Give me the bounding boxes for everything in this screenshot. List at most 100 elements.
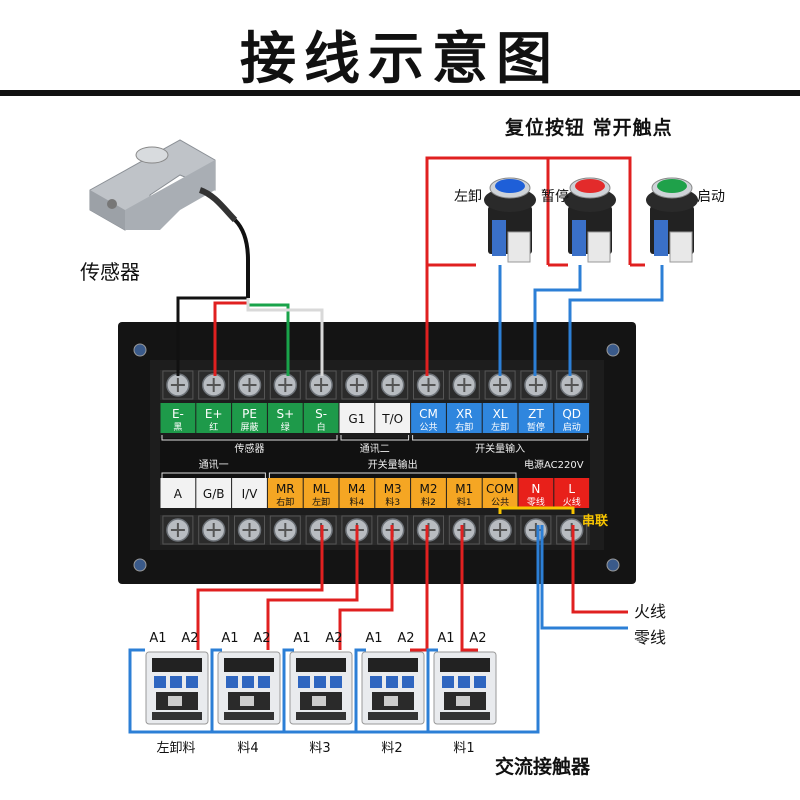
series-label: 串联: [582, 514, 609, 529]
bottom-screw-terminal: [520, 515, 552, 545]
terminal-code: MR: [276, 482, 295, 496]
button-label-start: 启动: [697, 189, 725, 205]
terminal-cell-a: A: [160, 478, 196, 508]
title-underline: [0, 90, 800, 96]
terminal-code: QD: [562, 407, 581, 421]
terminal-cell-iv: I/V: [232, 478, 267, 508]
push-button-icon: [484, 177, 536, 263]
terminal-name: 料4: [350, 496, 365, 508]
top-screw-terminal: [448, 370, 480, 400]
terminal-code: COM: [486, 482, 514, 496]
page-title: 接线示意图: [240, 27, 560, 92]
terminal-cell-s: S+绿: [267, 403, 303, 433]
terminal-cell-e: E+红: [196, 403, 232, 433]
buttons-caption: 复位按钮 常开触点: [505, 117, 673, 139]
terminal-cell-l: L火线: [554, 478, 590, 508]
terminal-name: 红: [209, 421, 218, 433]
terminal-code: G/B: [203, 487, 225, 501]
terminal-name: 黑: [173, 422, 182, 433]
top-screw-row: [162, 370, 588, 400]
contactor-name: 料4: [237, 741, 258, 756]
sensor-wires: [176, 296, 324, 376]
contactor-name: 料2: [381, 741, 402, 756]
contactor-a2-label: A2: [325, 631, 342, 646]
terminal-cell-to: T/O: [375, 403, 411, 433]
bottom-screw-terminal: [234, 515, 265, 545]
terminal-code: CM: [419, 407, 438, 421]
button-label-left-unload: 左卸: [454, 189, 482, 205]
contactor-a1-label: A1: [149, 631, 166, 646]
bottom-screw-terminal: [269, 515, 301, 545]
top-screw-terminal: [556, 370, 588, 400]
live-wire-label: 火线: [634, 602, 667, 621]
terminal-name: 火线: [563, 496, 581, 508]
load-cell-sensor-icon: [89, 139, 250, 298]
contactor-a1-label: A1: [221, 631, 238, 646]
bottom-screw-terminal: [448, 515, 480, 545]
contactor-name: 料1: [453, 741, 474, 756]
terminal-code: M1: [455, 482, 473, 496]
terminal-name: 白: [317, 421, 326, 433]
group-label-switch-output: 开关量输出: [368, 458, 418, 471]
group-bracket: [268, 472, 517, 478]
top-screw-terminal: [377, 370, 409, 400]
terminal-code: M3: [384, 482, 402, 496]
button-label-pause: 暂停: [541, 189, 569, 205]
terminal-code: I/V: [242, 487, 259, 501]
terminal-code: N: [531, 482, 540, 496]
push-button-icon: [646, 177, 698, 263]
terminal-name: 零线: [527, 496, 545, 508]
terminal-name: 启动: [563, 421, 581, 433]
terminal-cell-gb: G/B: [196, 478, 232, 508]
contactor-caption: 交流接触器: [495, 756, 591, 778]
group-bracket: [161, 472, 266, 478]
terminal-name: 左卸: [491, 421, 509, 433]
terminal-cell-n: N零线: [518, 478, 554, 508]
bottom-screw-terminal: [162, 515, 194, 545]
terminal-code: E+: [205, 407, 223, 421]
output-wires: [128, 506, 628, 734]
terminal-code: T/O: [381, 412, 403, 426]
top-screw-terminal: [269, 370, 301, 400]
terminal-code: S-: [315, 407, 327, 421]
terminal-name: 料2: [421, 496, 436, 508]
terminal-name: 右卸: [276, 496, 294, 508]
terminal-group-labels: 传感器通讯二开关量输入通讯一开关量输出电源AC220V: [161, 435, 589, 478]
terminal-code: XL: [493, 407, 508, 421]
contactor-name: 左卸料: [156, 740, 195, 756]
group-label-switch-input: 开关量输入: [475, 442, 525, 455]
contactor-a2-label: A2: [469, 631, 486, 646]
bottom-screw-terminal: [341, 515, 373, 545]
contactor-name: 料3: [309, 741, 330, 756]
terminal-code: M2: [420, 482, 438, 496]
terminal-code: PE: [242, 407, 257, 421]
terminal-code: A: [174, 487, 183, 501]
terminal-name: 屏蔽: [240, 421, 258, 433]
terminal-code: S+: [276, 407, 294, 421]
bottom-screw-terminal: [484, 515, 516, 545]
terminal-code: ZT: [528, 407, 544, 421]
terminal-name: 左卸: [312, 496, 330, 508]
terminal-code: E-: [172, 407, 184, 421]
group-bracket: [412, 435, 589, 441]
group-bracket: [340, 435, 410, 441]
push-button-wires: [425, 156, 664, 376]
terminal-code: G1: [348, 412, 365, 426]
